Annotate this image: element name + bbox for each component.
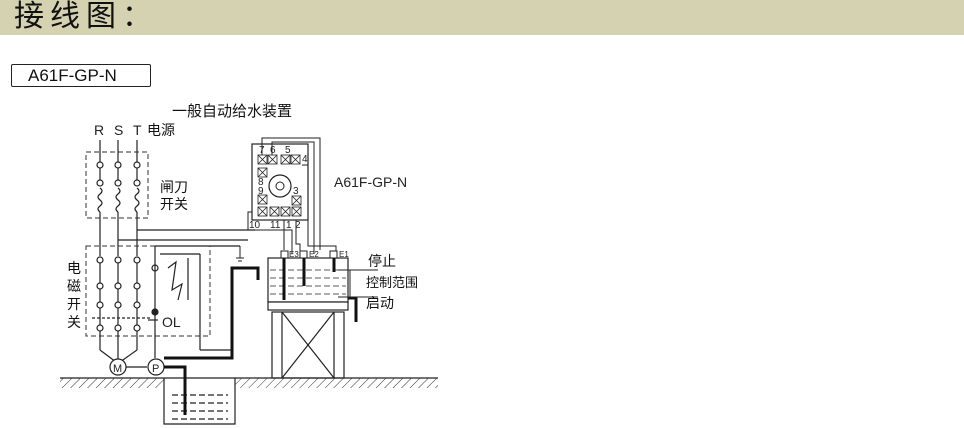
terminal-1: 1 bbox=[286, 220, 292, 231]
terminal-11: 11 bbox=[270, 220, 281, 231]
phase-label-t: T bbox=[133, 122, 142, 138]
phase-label-s: S bbox=[114, 122, 123, 138]
page-title: 接线图： bbox=[14, 0, 158, 34]
contactor-box bbox=[85, 245, 211, 337]
knife-switch-wiring bbox=[96, 140, 141, 256]
contactor-label-3: 开 bbox=[67, 297, 81, 313]
contactor-label-4: 关 bbox=[67, 315, 81, 331]
controller-label: A61F-GP-N bbox=[334, 174, 407, 190]
water-tank bbox=[267, 250, 358, 322]
start-label: 启动 bbox=[366, 296, 394, 312]
tank-tower bbox=[267, 301, 349, 379]
contactor-label-2: 磁 bbox=[67, 279, 81, 295]
range-label: 控制范围 bbox=[366, 276, 418, 291]
knife-switch-label-2: 开关 bbox=[160, 197, 188, 213]
header-bar: 接线图： bbox=[0, 0, 964, 35]
level-markers bbox=[338, 269, 378, 298]
ground-hatch-right bbox=[235, 378, 438, 388]
terminal-9: 9 bbox=[258, 186, 264, 197]
stop-label: 停止 bbox=[368, 253, 396, 270]
terminal-3: 3 bbox=[293, 186, 299, 197]
terminal-5: 5 bbox=[285, 145, 291, 156]
terminal-2: 2 bbox=[295, 220, 301, 231]
diagram-caption: 一般自动给水装置 bbox=[172, 102, 292, 120]
contactor-wiring bbox=[92, 229, 255, 363]
controller-unit bbox=[251, 143, 309, 221]
water-well bbox=[163, 378, 236, 425]
contactor-label-1: 电 bbox=[67, 261, 81, 277]
overload-label: OL bbox=[162, 314, 181, 330]
electrode-e2: E2 bbox=[309, 250, 319, 259]
terminal-10: 10 bbox=[249, 220, 261, 231]
terminal-4: 4 bbox=[302, 154, 308, 165]
motor-label: M bbox=[113, 363, 122, 375]
knife-switch-label-1: 闸刀 bbox=[160, 180, 188, 196]
model-badge: A61F-GP-N bbox=[11, 64, 151, 87]
pump-label: P bbox=[152, 363, 159, 375]
ground-hatch-left bbox=[60, 378, 164, 388]
terminal-8: 8 bbox=[258, 177, 264, 188]
water-pipe bbox=[164, 266, 260, 415]
electrode-e3: E3 bbox=[289, 250, 299, 259]
phase-label-r: R bbox=[94, 122, 104, 138]
electrode-e1: E1 bbox=[339, 250, 349, 259]
power-label: 电源 bbox=[147, 123, 175, 139]
terminal-6: 6 bbox=[270, 145, 276, 156]
controller-wiring bbox=[236, 137, 337, 262]
